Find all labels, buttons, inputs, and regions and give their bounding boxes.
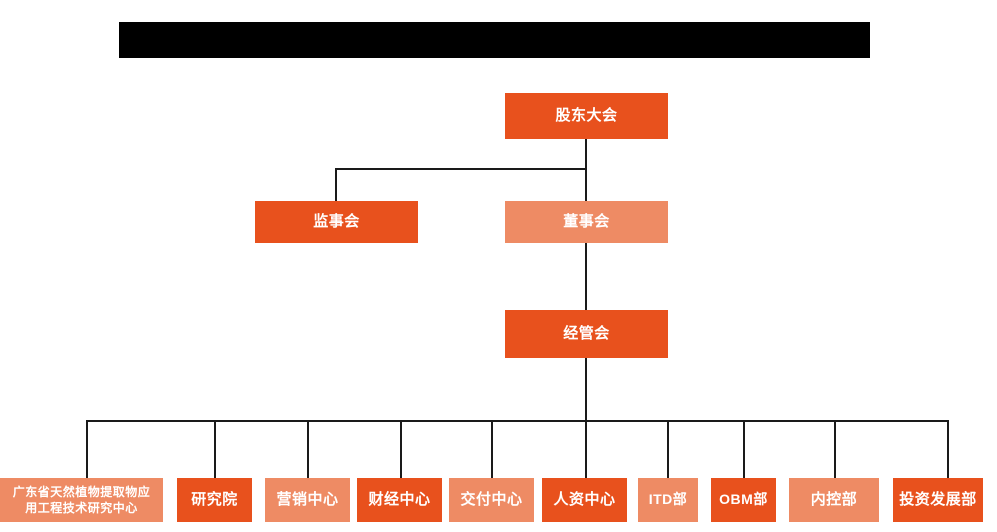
connector-supervisors-drop: [335, 168, 337, 201]
node-dept-obm[interactable]: OBM部: [711, 478, 776, 522]
connector-level2-bar: [335, 168, 587, 170]
node-dept-finance-center[interactable]: 财经中心: [357, 478, 442, 522]
connector-dept-6-drop: [585, 420, 587, 478]
connector-directors-drop: [585, 168, 587, 201]
node-dept-hr-center[interactable]: 人资中心: [542, 478, 627, 522]
node-dept-investment-development[interactable]: 投资发展部: [893, 478, 983, 522]
connector-directors-management: [585, 243, 587, 310]
node-shareholders-meeting[interactable]: 股东大会: [505, 93, 668, 139]
node-dept-itd[interactable]: ITD部: [638, 478, 698, 522]
connector-dept-8-drop: [743, 420, 745, 478]
node-board-of-directors[interactable]: 董事会: [505, 201, 668, 243]
connector-dept-9-drop: [834, 420, 836, 478]
node-dept-delivery-center[interactable]: 交付中心: [449, 478, 534, 522]
connector-dept-4-drop: [400, 420, 402, 478]
connector-dept-2-drop: [214, 420, 216, 478]
redacted-title-bar: [119, 22, 870, 58]
connector-dept-10-drop: [947, 420, 949, 478]
node-dept-label-line2: 用工程技术研究中心: [25, 501, 138, 515]
connector-dept-5-drop: [491, 420, 493, 478]
connector-department-bus: [86, 420, 948, 422]
node-dept-guangdong-research-center[interactable]: 广东省天然植物提取物应 用工程技术研究中心: [0, 478, 163, 522]
node-dept-research-institute[interactable]: 研究院: [177, 478, 252, 522]
node-management-committee[interactable]: 经管会: [505, 310, 668, 358]
connector-management-stem: [585, 358, 587, 421]
connector-dept-1-drop: [86, 420, 88, 478]
connector-dept-7-drop: [667, 420, 669, 478]
node-board-of-supervisors[interactable]: 监事会: [255, 201, 418, 243]
node-dept-marketing-center[interactable]: 营销中心: [265, 478, 350, 522]
node-dept-internal-control[interactable]: 内控部: [789, 478, 879, 522]
connector-dept-3-drop: [307, 420, 309, 478]
node-dept-label-line1: 广东省天然植物提取物应: [12, 484, 151, 499]
connector-shareholders-stem: [585, 139, 587, 170]
